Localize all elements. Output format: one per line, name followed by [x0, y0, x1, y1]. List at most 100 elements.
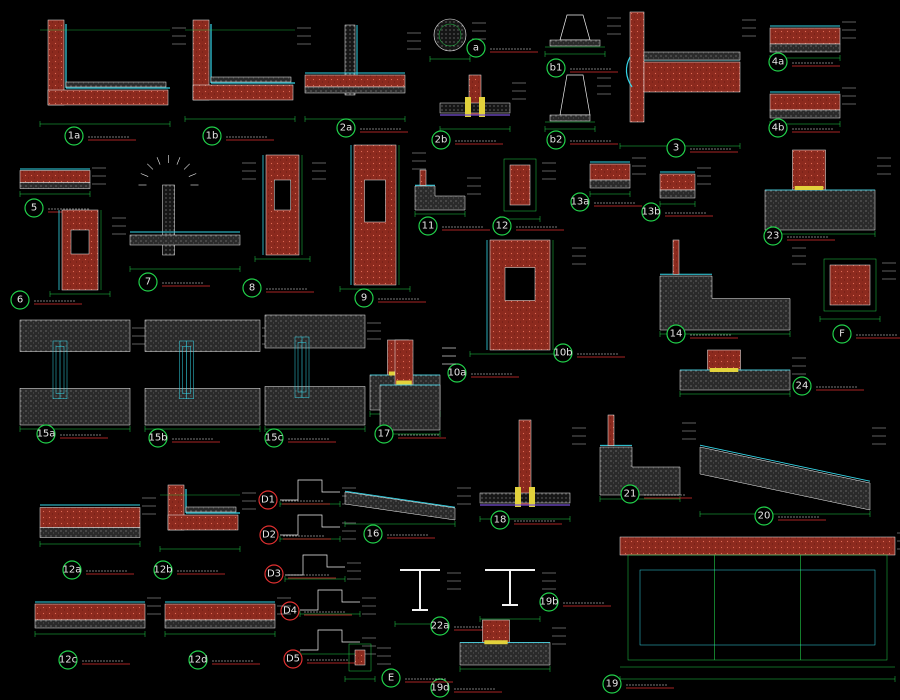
detail-bubble-D2: D2 [259, 525, 279, 545]
detail-13b-drawing [659, 167, 711, 207]
detail-bubble-label: 7 [145, 277, 151, 288]
detail-bubble-label: D1 [261, 495, 275, 506]
detail-12d-drawing [164, 597, 291, 637]
detail-bubble-F: F [832, 324, 852, 344]
detail-16-drawing [344, 487, 471, 527]
detail-3-drawing [619, 11, 756, 149]
detail-bubble-label: D3 [267, 569, 281, 580]
detail-bubble-circle [24, 198, 44, 218]
detail-F-drawing [819, 258, 896, 322]
detail-bubble-11: 11 [418, 216, 438, 236]
detail-bubble-label: 19b [539, 597, 558, 608]
detail-1a-drawing [39, 19, 186, 127]
detail-bubble-label: 12a [63, 565, 82, 576]
detail-19d-drawing [459, 619, 566, 672]
detail-bubble-label: 15a [37, 429, 56, 440]
detail-bubble-22a: 22a [430, 616, 450, 636]
detail-bubble-circle [264, 428, 284, 448]
detail-bubble-23: 23 [763, 226, 783, 246]
detail-bubble-circle [570, 192, 590, 212]
detail-bubble-circle [58, 650, 78, 670]
detail-bubble-label: 20 [758, 511, 771, 522]
detail-bubble-label: F [839, 329, 845, 340]
detail-bubble-label: b1 [550, 63, 563, 74]
detail-bubble-label: 5 [31, 203, 37, 214]
detail-20-drawing [699, 427, 886, 517]
detail-bubble-9: 9 [354, 288, 374, 308]
detail-bubble-label: 18 [494, 515, 507, 526]
detail-bubble-15c: 15c [264, 428, 284, 448]
detail-E-drawing [344, 643, 391, 682]
detail-bubble-label: 8 [249, 283, 255, 294]
detail-bubble-circle [258, 490, 278, 510]
detail-bubble-12b: 12b [153, 560, 173, 580]
detail-bubble-label: 1b [206, 131, 219, 142]
detail-bubble-circle [447, 363, 467, 383]
detail-bubble-12c: 12c [58, 650, 78, 670]
detail-bubble-label: D5 [286, 654, 300, 665]
detail-12a-drawing [39, 497, 156, 547]
detail-13a-drawing [589, 157, 646, 197]
detail-bubble-label: 2b [435, 135, 448, 146]
detail-15a-drawing [19, 319, 146, 432]
detail-bubble-1a: 1a [64, 126, 84, 146]
detail-bubble-4b: 4b [768, 118, 788, 138]
detail-bubble-label: 10a [448, 368, 467, 379]
detail-7-drawing [129, 155, 256, 272]
detail-bubble-12a: 12a [62, 560, 82, 580]
detail-bubble-label: 3 [673, 143, 679, 154]
detail-bubble-circle [363, 524, 383, 544]
detail-24-drawing [679, 349, 806, 397]
detail-17-drawing [379, 339, 456, 437]
detail-bubble-circle [553, 343, 573, 363]
detail-bubble-8: 8 [242, 278, 262, 298]
detail-bubble-label: 23 [767, 231, 780, 242]
detail-bubble-label: D4 [283, 606, 297, 617]
detail-bubble-circle [666, 138, 686, 158]
detail-bubble-label: 15c [265, 433, 283, 444]
detail-bubble-circle [792, 376, 812, 396]
detail-bubble-circle [492, 216, 512, 236]
detail-bubble-circle [188, 650, 208, 670]
detail-bubble-label: 12d [188, 655, 207, 666]
detail-bubble-circle [763, 226, 783, 246]
detail-bubble-circle [430, 616, 450, 636]
detail-bubble-circle [64, 126, 84, 146]
detail-bubble-E: E [381, 668, 401, 688]
detail-bubble-label: 22a [431, 621, 450, 632]
detail-D1-drawing [279, 479, 356, 507]
detail-bubble-circle [490, 510, 510, 530]
detail-bubble-circle [138, 272, 158, 292]
detail-bubble-1b: 1b [202, 126, 222, 146]
detail-bubble-19b: 19b [539, 592, 559, 612]
detail-bubble-label: 12 [496, 221, 509, 232]
detail-15b-drawing [144, 319, 276, 432]
detail-bubble-label: 17 [378, 429, 391, 440]
detail-bubble-circle [283, 649, 303, 669]
detail-bubble-label: 21 [624, 489, 637, 500]
detail-21-drawing [599, 414, 696, 502]
detail-bubble-5: 5 [24, 198, 44, 218]
detail-bubble-b1: b1 [546, 58, 566, 78]
detail-bubble-15b: 15b [148, 428, 168, 448]
detail-6-drawing [49, 209, 126, 297]
detail-bubble-label: 13b [641, 207, 660, 218]
detail-bubble-circle [153, 560, 173, 580]
detail-bubble-label: E [388, 673, 394, 684]
detail-bubble-label: 11 [422, 221, 435, 232]
detail-bubble-label: 16 [367, 529, 380, 540]
detail-bubble-19d: 19d [430, 678, 450, 698]
detail-5-drawing [19, 167, 106, 197]
detail-bubble-circle [539, 592, 559, 612]
detail-bubble-D5: D5 [283, 649, 303, 669]
detail-bubble-circle [374, 424, 394, 444]
detail-bubble-label: 12c [59, 655, 77, 666]
detail-10b-drawing [469, 239, 586, 357]
detail-bubble-label: 6 [17, 295, 23, 306]
detail-D4-drawing [299, 589, 376, 617]
detail-bubble-label: 2a [340, 123, 353, 134]
detail-bubble-16: 16 [363, 524, 383, 544]
detail-bubble-circle [259, 525, 279, 545]
detail-11-drawing [414, 169, 481, 217]
detail-12b-drawing [159, 484, 256, 552]
